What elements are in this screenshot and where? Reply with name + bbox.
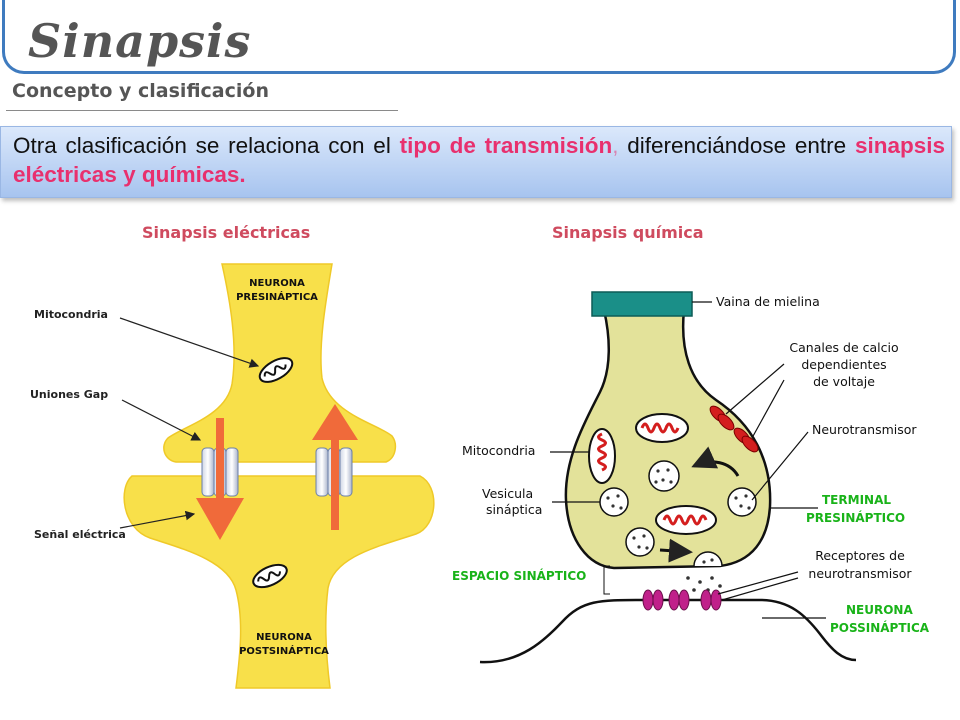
- label-vesicula-1: Vesicula: [482, 486, 533, 501]
- pointer-uniones-gap: [121, 399, 202, 441]
- mitochondrion-top-icon: [258, 357, 294, 383]
- label-vaina: Vaina de mielina: [716, 294, 820, 309]
- label-senal-electrica: Señal eléctrica: [34, 528, 126, 541]
- label-canales-1: Canales de calcio: [789, 340, 898, 355]
- info-comma: ,: [612, 133, 619, 158]
- title-frame: [2, 0, 956, 74]
- mitochondrion-chem-2-icon: [588, 428, 616, 484]
- synaptic-cleft-bracket: [603, 565, 610, 595]
- vesicle-contents: [606, 468, 751, 592]
- chemical-synapse-title: Sinapsis química: [552, 223, 704, 242]
- pointer-canales-2: [751, 379, 785, 439]
- info-text-before: Otra clasificación se relaciona con el: [13, 133, 400, 158]
- subtitle-divider: [6, 110, 398, 111]
- label-postsynaptic-2: POSTSINÁPTICA: [239, 644, 329, 657]
- label-neurotransmisor: Neurotransmisor: [812, 422, 917, 437]
- label-canales-2: dependientes: [801, 357, 886, 372]
- label-postsynaptic-1: NEURONA: [256, 632, 312, 643]
- label-uniones-gap: Uniones Gap: [30, 388, 108, 401]
- label-mitocondria-left: Mitocondria: [34, 308, 108, 321]
- label-receptores-2: neurotransmisor: [808, 566, 912, 581]
- label-canales-3: de voltaje: [813, 374, 875, 389]
- pointer-receptores-2: [721, 577, 799, 601]
- pointer-senal-electrica: [119, 510, 196, 529]
- label-neurona-pos-1: NEURONA: [846, 603, 913, 617]
- signal-arrow-up: [312, 404, 358, 530]
- pointer-mitocondria-left: [119, 317, 260, 368]
- info-text-middle: diferenciándose entre: [618, 133, 855, 158]
- mitochondrion-bottom-icon: [252, 563, 288, 589]
- vesicle-movement-arrow-1: [691, 446, 740, 477]
- label-espacio-sinaptico: ESPACIO SINÁPTICO: [452, 568, 586, 583]
- mitochondrion-chem-3-icon: [655, 505, 717, 535]
- page-title: Sinapsis: [28, 14, 252, 68]
- info-highlight-types: sinapsis eléctricas y químicas.: [13, 133, 945, 187]
- pointer-neurotransmisor: [751, 431, 809, 501]
- label-receptores-1: Receptores de: [815, 548, 905, 563]
- calcium-channels: [709, 405, 759, 453]
- label-presynaptic-2: PRESINÁPTICA: [236, 290, 318, 303]
- electrical-synapse-diagram: Mitocondria Uniones Gap Señal eléctrica …: [30, 263, 435, 689]
- info-box: Otra clasificación se relaciona con el t…: [0, 126, 952, 198]
- electrical-synapse-title: Sinapsis eléctricas: [142, 223, 311, 242]
- label-vesicula-2: sináptica: [486, 502, 542, 517]
- postsynaptic-membrane: [479, 598, 857, 664]
- vesicle-movement-arrow-2: [659, 538, 693, 563]
- label-terminal-2: PRESINÁPTICO: [806, 510, 905, 525]
- mitochondrion-chem-1-icon: [635, 413, 689, 443]
- pointer-receptores-1: [717, 571, 799, 595]
- signal-arrow-down: [196, 418, 244, 540]
- label-mitocondria-right: Mitocondria: [462, 443, 535, 458]
- myelin-sheath: [591, 291, 693, 317]
- chemical-synapse-diagram: Vaina de mielina Canales de calcio depen…: [452, 291, 930, 664]
- label-neurona-pos-2: POSSINÁPTICA: [830, 620, 930, 635]
- info-highlight-transmission: tipo de transmisión: [399, 133, 613, 158]
- label-terminal-1: TERMINAL: [822, 493, 891, 507]
- receptors: [642, 589, 722, 611]
- page-subtitle: Concepto y clasificación: [12, 80, 269, 102]
- pointer-canales-1: [725, 363, 785, 415]
- label-presynaptic-1: NEURONA: [249, 278, 305, 289]
